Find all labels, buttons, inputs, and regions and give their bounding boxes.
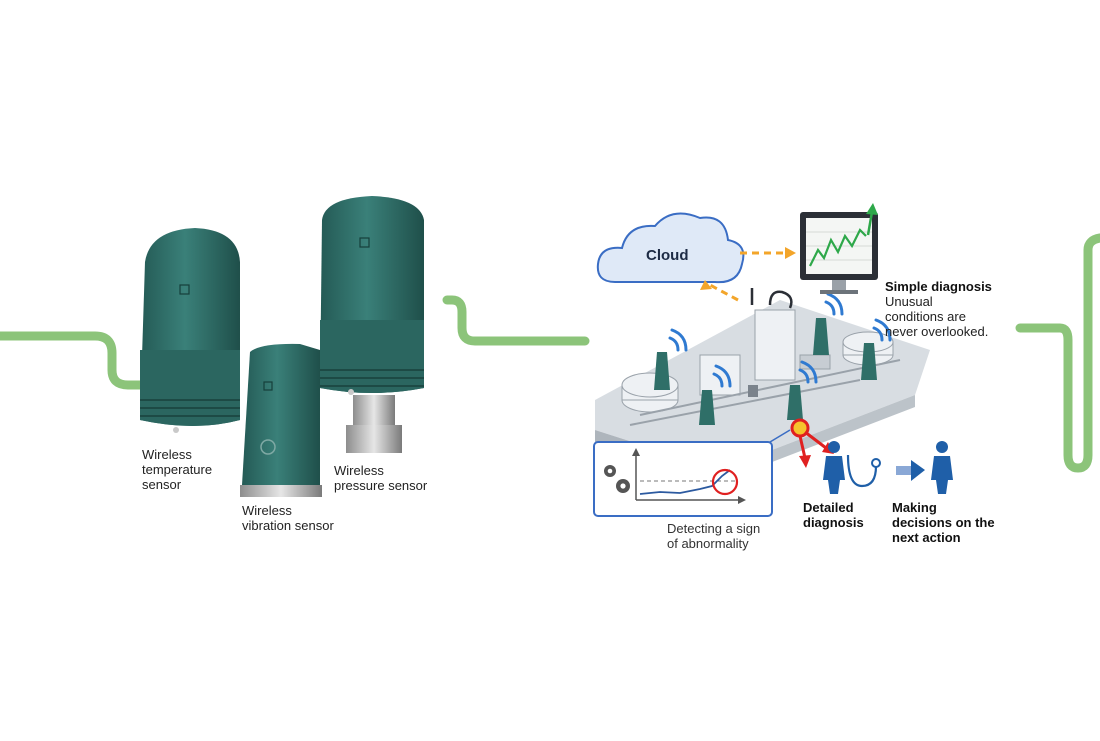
decision-person-icon bbox=[931, 441, 953, 494]
plant-illustration bbox=[595, 300, 930, 482]
label-line: Detailed bbox=[803, 500, 854, 515]
decisions-label: Making decisions on the next action bbox=[892, 500, 995, 545]
temperature-sensor-image bbox=[140, 228, 240, 433]
connector-left bbox=[0, 331, 145, 390]
label-line: sensor bbox=[142, 477, 182, 492]
detecting-label: Detecting a sign of abnormality bbox=[667, 521, 760, 551]
wifi-icons bbox=[668, 292, 892, 388]
label-line: of abnormality bbox=[667, 536, 749, 551]
vibration-sensor-label: Wireless vibration sensor bbox=[242, 503, 334, 533]
arrow-right-icon bbox=[896, 460, 925, 481]
data-flow-arrows bbox=[709, 251, 785, 302]
temperature-sensor-label: Wireless temperature sensor bbox=[142, 447, 212, 492]
label-line: next action bbox=[892, 530, 961, 545]
gears-icon bbox=[604, 465, 630, 493]
simple-diagnosis-label: Simple diagnosis Unusual conditions are … bbox=[885, 279, 992, 339]
arrow-head-monitor bbox=[785, 247, 796, 259]
label-line: pressure sensor bbox=[334, 478, 428, 493]
doctor-icon bbox=[823, 441, 845, 494]
callout-line bbox=[769, 429, 791, 443]
cloud-shape bbox=[596, 212, 745, 284]
label-line: diagnosis bbox=[803, 515, 864, 530]
connector-lines bbox=[0, 233, 1100, 473]
abnormality-graph-panel bbox=[593, 441, 773, 517]
label-line: decisions on the bbox=[892, 515, 995, 530]
stethoscope-head bbox=[871, 458, 881, 468]
label-line: Detecting a sign bbox=[667, 521, 761, 536]
plant-sensors bbox=[654, 318, 877, 425]
label-line: Making bbox=[892, 500, 937, 515]
gateway-antenna bbox=[750, 288, 793, 309]
stethoscope-icon bbox=[846, 454, 878, 488]
detailed-diagnosis-label: Detailed diagnosis bbox=[803, 500, 864, 530]
label-line: Wireless bbox=[242, 503, 292, 518]
label-line: Wireless bbox=[334, 463, 384, 478]
monitor-icon bbox=[800, 212, 878, 294]
trend-up-arrow-icon bbox=[866, 203, 878, 236]
pressure-sensor-image bbox=[320, 196, 424, 453]
connector-middle bbox=[442, 295, 590, 346]
vibration-sensor-image bbox=[240, 343, 322, 497]
label-line: Unusual bbox=[885, 294, 933, 309]
cloud-label: Cloud bbox=[646, 247, 689, 264]
label-line: vibration sensor bbox=[242, 518, 334, 533]
label-line: never overlooked. bbox=[885, 324, 989, 339]
connector-right bbox=[1015, 233, 1100, 473]
arrow-head-cloud bbox=[700, 280, 712, 290]
pressure-sensor-label: Wireless pressure sensor bbox=[334, 463, 427, 493]
label-line: temperature bbox=[142, 462, 213, 477]
label-line: conditions are bbox=[885, 309, 966, 324]
simple-diagnosis-title: Simple diagnosis bbox=[885, 279, 992, 294]
label-line: Wireless bbox=[142, 447, 192, 462]
